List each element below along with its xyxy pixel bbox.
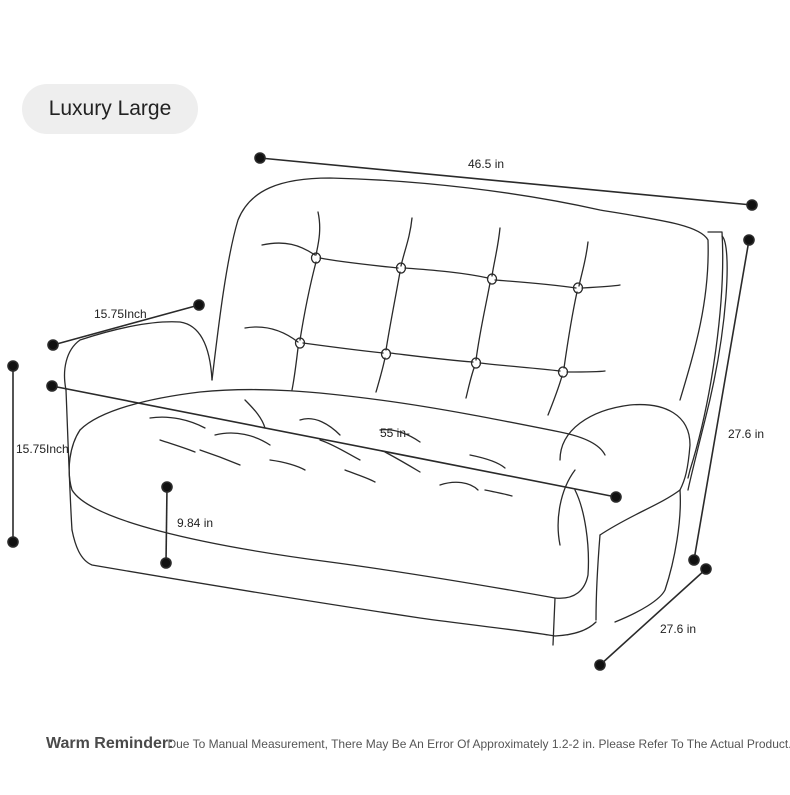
left-armrest <box>63 321 213 391</box>
warm-reminder: Warm Reminder:Due To Manual Measurement,… <box>46 735 790 753</box>
reminder-text: Due To Manual Measurement, There May Be … <box>167 737 790 751</box>
depth-dimension-line <box>599 568 707 666</box>
depth-label: 27.6 in <box>660 622 696 636</box>
title-badge: Luxury Large <box>22 84 198 134</box>
arm-width-dimension-line <box>52 304 200 346</box>
seat-height-label: 9.84 in <box>177 516 213 530</box>
arm-width-label: 15.75Inch <box>94 307 147 321</box>
sofa-base <box>71 529 556 637</box>
seat-cushion <box>79 388 606 456</box>
dimension-endpoint <box>746 199 758 211</box>
side-height-label: 15.75Inch <box>16 442 69 456</box>
title-text: Luxury Large <box>48 97 172 120</box>
back-height-dimension-line <box>693 239 750 561</box>
reminder-label: Warm Reminder: <box>46 735 174 752</box>
top-width-label: 46.5 in <box>468 157 504 171</box>
width-dimension-line <box>259 157 753 206</box>
back-height-label: 27.6 in <box>728 427 764 441</box>
seat-height-dimension-line <box>165 486 168 564</box>
seat-width-dimension-line <box>51 385 617 498</box>
seat-width-label: 55 in- <box>380 426 410 440</box>
dimension-endpoint <box>254 152 266 164</box>
back-side-panel <box>687 231 724 479</box>
backrest-outline <box>211 177 709 401</box>
right-armrest <box>559 403 691 491</box>
back-side-panel-inner <box>687 235 728 491</box>
